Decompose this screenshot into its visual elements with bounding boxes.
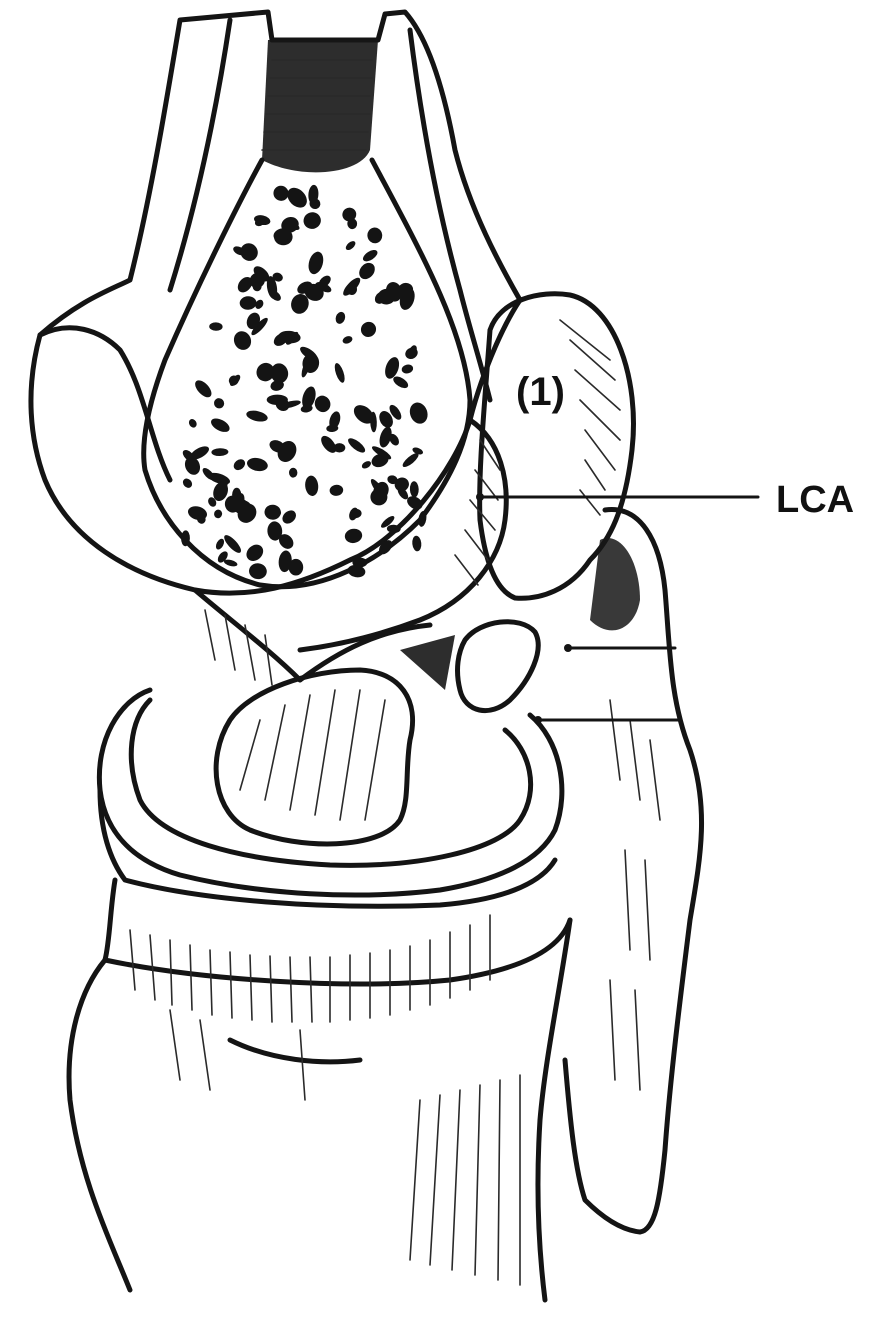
trabecula-speck bbox=[209, 322, 223, 331]
trabecula-speck bbox=[212, 396, 226, 410]
trabecula-speck bbox=[346, 436, 367, 455]
trabecula-speck bbox=[341, 335, 353, 345]
trabecula-speck bbox=[344, 239, 357, 251]
medullary-canal bbox=[262, 40, 378, 172]
trabecula-speck bbox=[334, 311, 347, 326]
trabecula-speck bbox=[401, 451, 421, 469]
trabecula-speck bbox=[245, 409, 268, 424]
tibia bbox=[69, 670, 570, 1300]
fibula bbox=[565, 510, 702, 1232]
trabecula-speck bbox=[243, 541, 266, 564]
trabecula-speck bbox=[239, 296, 256, 310]
trabecula-speck bbox=[334, 443, 346, 452]
trabecula-speck bbox=[401, 363, 414, 374]
trabecula-speck bbox=[329, 484, 344, 497]
meniscus-loop bbox=[458, 622, 539, 711]
trabecula-speck bbox=[211, 448, 228, 456]
trabecula-speck bbox=[187, 418, 198, 429]
trabecula-speck bbox=[333, 362, 347, 384]
trabecula-speck bbox=[412, 535, 423, 551]
trabecula-speck bbox=[267, 395, 288, 405]
trabecula-speck bbox=[283, 184, 310, 212]
trabecula-speck bbox=[407, 400, 431, 426]
trabecula-speck bbox=[344, 527, 364, 544]
trabecula-speck bbox=[214, 537, 225, 550]
trabecula-speck bbox=[192, 377, 214, 400]
trabecula-speck bbox=[231, 329, 254, 353]
trabecula-speck bbox=[246, 456, 269, 473]
trabecula-speck bbox=[366, 227, 383, 245]
trabecula-speck bbox=[391, 374, 410, 390]
trabecula-speck bbox=[306, 250, 326, 276]
trabecula-speck bbox=[304, 475, 319, 497]
trabecula-speck bbox=[382, 355, 401, 380]
trabecula-speck bbox=[269, 362, 290, 385]
trabecula-speck bbox=[248, 562, 268, 580]
label-lca: LCA bbox=[776, 479, 854, 521]
trabecula-speck bbox=[213, 509, 223, 519]
trabecula-speck bbox=[410, 481, 419, 497]
trabecula-speck bbox=[347, 506, 359, 521]
cancellous-bone bbox=[144, 160, 470, 587]
trabecula-speck bbox=[264, 504, 282, 520]
trabecula-speck bbox=[209, 416, 232, 435]
trabecula-speck bbox=[358, 319, 379, 340]
trabecula-speck bbox=[289, 468, 298, 478]
trabecula-speck bbox=[232, 457, 248, 472]
trabecula-speck bbox=[302, 210, 323, 231]
trabecula-speck bbox=[403, 345, 420, 361]
trabecula-speck bbox=[181, 477, 194, 490]
trabecula-speck bbox=[280, 508, 299, 527]
trabecula-speck bbox=[361, 460, 373, 470]
trabecula-speck bbox=[361, 248, 379, 264]
label-number-1: (1) bbox=[516, 370, 565, 414]
